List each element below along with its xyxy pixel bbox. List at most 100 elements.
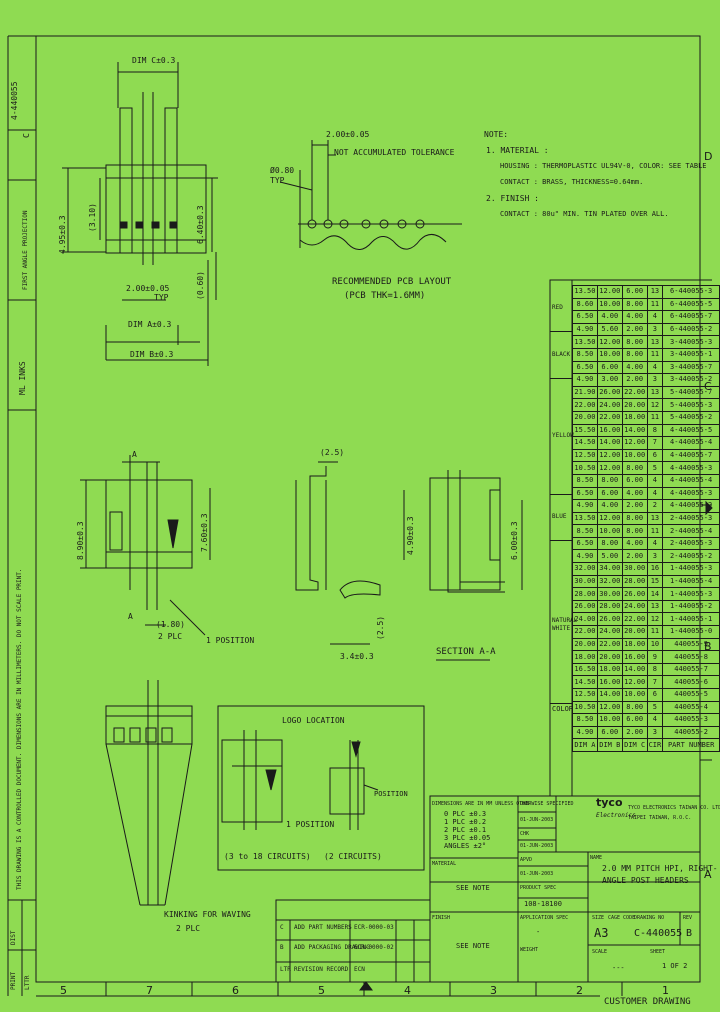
table-cell: 6.50 (572, 360, 598, 375)
table-cell: 10.00 (596, 524, 623, 538)
company-logo: tyco (596, 796, 623, 809)
table-cell: 11 (646, 524, 664, 538)
tolerance-5: ANGLES ±2° (444, 842, 487, 850)
table-cell: 3 (646, 549, 664, 564)
section-title: SECTION A-A (436, 647, 496, 657)
table-cell: 4.90 (572, 373, 598, 387)
table-cell: 10.50 (572, 461, 598, 475)
height-2-label: (3.10) (88, 203, 97, 232)
table-cell: 4.00 (621, 536, 648, 551)
note-2a: CONTACT : 80u" MIN. TIN PLATED OVER ALL. (500, 210, 669, 218)
zone-label-right-d: D (704, 150, 713, 163)
table-cell: 10.50 (572, 700, 598, 715)
table-cell: 4.90 (572, 549, 598, 564)
table-cell: 4-440055-7 (662, 448, 720, 463)
table-cell: 6.00 (621, 473, 648, 488)
front-pitch-typ-label: 2 PLC (158, 632, 183, 641)
rev-value: B (686, 928, 693, 939)
logo-location-title: LOGO LOCATION (282, 716, 345, 725)
dwn-label: DWN (520, 801, 530, 807)
table-cell: 12.50 (572, 448, 598, 463)
table-group-divider (550, 702, 572, 704)
table-cell: 8.50 (572, 473, 598, 488)
table-cell: 30.00 (621, 562, 648, 576)
table-cell: 5-440055-7 (662, 385, 720, 400)
table-cell: 2 (646, 499, 664, 513)
table-cell: 13 (646, 599, 664, 614)
tolerance-3: 2 PLC ±0.1 (444, 826, 487, 834)
section-marker-a-top: A (132, 450, 137, 459)
table-header-cell: CIR (646, 738, 664, 752)
zone-label-1: 1 (662, 984, 669, 997)
table-color-label: BLUE (552, 513, 567, 520)
table-cell: 4-440055-4 (662, 436, 720, 450)
table-cell: 26.00 (596, 385, 623, 400)
side-view-drawing (295, 461, 381, 645)
table-cell: 440055-7 (662, 662, 720, 677)
table-cell: 4.00 (596, 499, 623, 513)
table-cell: 24.00 (596, 625, 623, 639)
table-cell: 13 (646, 511, 664, 526)
zone-label-8: 5 (60, 984, 67, 997)
zone-label-right-a: A (704, 868, 712, 881)
table-cell: 2.00 (621, 549, 648, 564)
table-group-divider (550, 331, 572, 333)
revision-cell: C (280, 924, 284, 931)
size-value: A3 (594, 926, 609, 940)
company-address-2: TAIPEI TAIWAN, R.O.C. (628, 815, 692, 821)
table-cell: 4.90 (572, 499, 598, 513)
table-cell: 8 (646, 423, 664, 438)
left-doc-no: 4-440055 (10, 81, 19, 120)
height-1-label: 4.95±0.3 (58, 215, 67, 254)
table-cell: 8.00 (621, 297, 648, 312)
table-cell: 4.00 (621, 486, 648, 501)
tolerance-title: DIMENSIONS ARE IN MM UNLESS OTHERWISE SP… (432, 801, 574, 807)
table-cell: 3 (646, 373, 664, 387)
note-1b: CONTACT : BRASS, THICKNESS=0.64mm. (500, 178, 644, 186)
table-cell: 22.00 (572, 398, 598, 412)
revision-cell: B (280, 944, 284, 951)
table-cell: 4-440055-2 (662, 499, 720, 513)
pcb-layout-drawing (279, 140, 462, 250)
table-cell: 18.00 (621, 637, 648, 652)
kinking-view-drawing (105, 680, 193, 906)
logo-position-label-2: POSITION (374, 790, 408, 798)
table-cell: 18.00 (572, 650, 598, 664)
table-cell: 6.00 (596, 486, 623, 501)
table-cell: 8.60 (572, 297, 598, 312)
table-cell: 11 (646, 410, 664, 425)
table-cell: 15 (646, 574, 664, 589)
table-cell: 6-440055-5 (662, 297, 720, 312)
cage-label: CAGE CODE (608, 915, 636, 921)
table-cell: 440055-3 (662, 713, 720, 727)
table-cell: 440055-6 (662, 675, 720, 689)
table-cell: 5-440055-2 (662, 410, 720, 425)
table-cell: 13 (646, 285, 664, 299)
table-cell: 8.50 (572, 713, 598, 727)
table-cell: 4 (646, 310, 664, 324)
table-cell: 12.00 (621, 436, 648, 450)
table-cell: 12.00 (596, 700, 623, 715)
side-bottom-dim-label: 3.4±0.3 (340, 652, 374, 661)
table-cell: 440055-9 (662, 637, 720, 652)
revision-cell: REVISION RECORD (294, 966, 349, 973)
size-label: SIZE (592, 915, 605, 921)
table-cell: 22.00 (596, 410, 623, 425)
table-cell: 1-440055-1 (662, 612, 720, 627)
